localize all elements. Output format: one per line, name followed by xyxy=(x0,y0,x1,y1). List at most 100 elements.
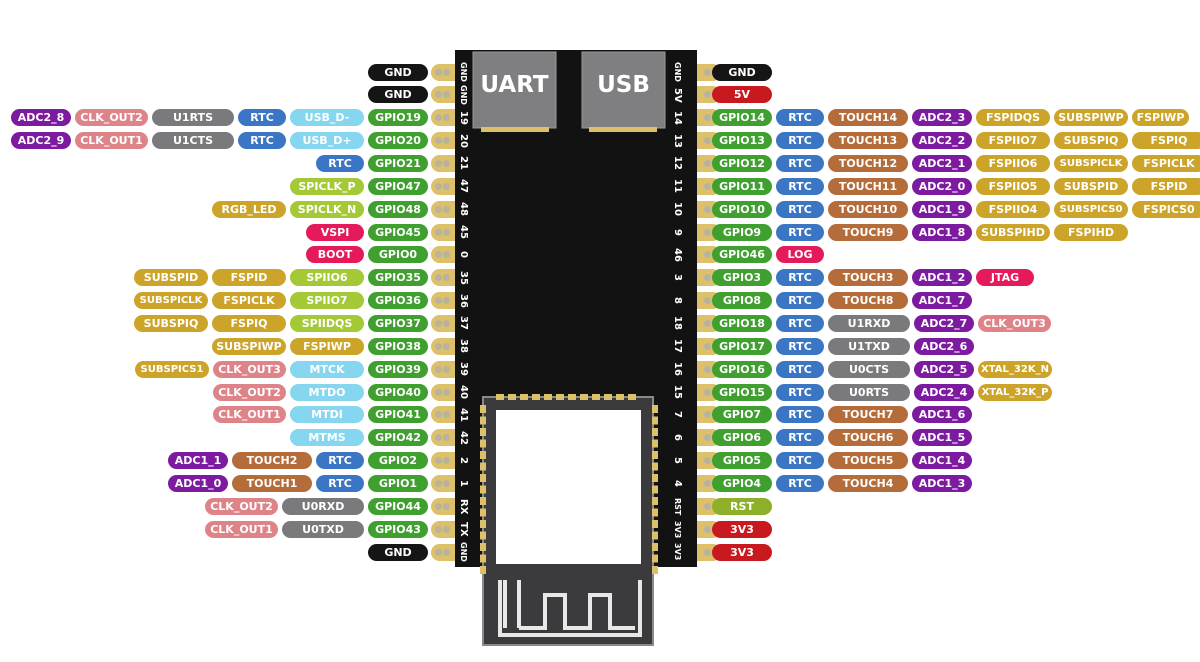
pin-label-spi: XTAL_32K_P xyxy=(978,383,1052,401)
pin-label-special: BOOT xyxy=(306,246,364,264)
pin-label-rtc: RTC xyxy=(238,132,286,150)
pin-number: 47 xyxy=(458,179,469,194)
module-pad xyxy=(652,462,658,471)
pad-hole xyxy=(435,274,442,282)
module-shield xyxy=(496,410,641,564)
pad-hole xyxy=(443,68,450,76)
pin-label-clk: CLK_OUT2 xyxy=(213,383,286,401)
pad-hole xyxy=(435,502,442,510)
pin-label-adc: ADC2_1 xyxy=(912,154,972,172)
pin-label-clk: CLK_OUT3 xyxy=(213,360,286,378)
pad-hole xyxy=(435,457,442,465)
pin-header-pad[interactable] xyxy=(431,406,455,424)
pin-header-pad[interactable] xyxy=(431,337,455,355)
pin-label-rtc: RTC xyxy=(776,292,824,310)
pin-label-adc: ADC1_4 xyxy=(912,452,972,470)
pin-header-pad[interactable] xyxy=(431,383,455,401)
pin-header-pad[interactable] xyxy=(431,520,455,538)
pad-hole xyxy=(435,365,442,373)
pin-label-gpio: GPIO2 xyxy=(368,452,428,470)
pin-number: 5 xyxy=(672,457,683,465)
pin-number: RST xyxy=(673,497,682,516)
pad-hole xyxy=(704,205,711,213)
pin-number: 3 xyxy=(672,274,683,282)
pin-label-gpio: GPIO13 xyxy=(712,132,772,150)
pin-header-pad[interactable] xyxy=(431,154,455,172)
pad-hole xyxy=(435,182,442,190)
pin-label-power: 3V3 xyxy=(712,543,772,561)
pin-label-uart: U0RTS xyxy=(828,383,910,401)
module-pad xyxy=(652,566,658,574)
pin-label-gpio: GPIO10 xyxy=(712,200,772,218)
pin-header-pad[interactable] xyxy=(431,452,455,470)
pin-label-spi: FSPIWP xyxy=(1132,109,1189,127)
pin-header-pad[interactable] xyxy=(431,269,455,287)
pin-header-pad[interactable] xyxy=(431,63,455,81)
pin-header-pad[interactable] xyxy=(431,474,455,492)
module-pad xyxy=(652,497,658,505)
pad-hole xyxy=(704,228,711,236)
pad-hole xyxy=(443,319,450,327)
pin-label-gpio: GPIO45 xyxy=(368,223,428,241)
pin-number: 11 xyxy=(672,179,683,194)
module-pad xyxy=(480,405,486,413)
pad-hole xyxy=(704,68,711,76)
pin-header-pad[interactable] xyxy=(431,109,455,127)
pin-header-pad[interactable] xyxy=(431,177,455,195)
pin-label-usb: MTCK xyxy=(290,360,364,378)
pin-label-rst: RST xyxy=(712,497,772,515)
pin-label-gpio: GPIO40 xyxy=(368,383,428,401)
pin-label-clk: CLK_OUT3 xyxy=(978,314,1051,332)
pad-hole xyxy=(704,479,711,487)
pin-label-touch: TOUCH10 xyxy=(828,200,908,218)
pin-number: 13 xyxy=(672,133,683,148)
pin-number: GND xyxy=(673,62,682,82)
module-pad xyxy=(592,394,600,400)
pin-label-adc: ADC2_4 xyxy=(914,383,974,401)
module-pad xyxy=(480,497,486,505)
pin-label-spi: RGB_LED xyxy=(212,200,286,218)
pin-header-pad[interactable] xyxy=(431,543,455,561)
connector-pads xyxy=(481,127,657,132)
pin-label-spi: FSPIIO5 xyxy=(976,177,1050,195)
pin-label-gpio: GPIO18 xyxy=(712,314,772,332)
pin-header-pad[interactable] xyxy=(431,246,455,264)
pin-number: 18 xyxy=(672,316,683,331)
module-pad xyxy=(652,531,658,540)
pin-label-rtc: RTC xyxy=(776,314,824,332)
pin-label-spiclk: SPICLK_N xyxy=(290,200,364,218)
pin-number: 37 xyxy=(458,316,469,331)
pin-label-spi: FSPIQ xyxy=(212,314,286,332)
module-pad xyxy=(480,451,486,459)
pin-header-pad[interactable] xyxy=(431,132,455,150)
pad-hole xyxy=(443,182,450,190)
pin-header-pad[interactable] xyxy=(431,497,455,515)
pin-header-pad[interactable] xyxy=(431,429,455,447)
pin-header-pad[interactable] xyxy=(431,314,455,332)
pin-header-pad[interactable] xyxy=(431,223,455,241)
pin-label-spi: FSPIWP xyxy=(290,337,364,355)
pin-label-adc: ADC1_2 xyxy=(912,269,972,287)
pin-label-rtc: RTC xyxy=(776,474,824,492)
pin-header-pad[interactable] xyxy=(431,86,455,104)
pin-number: 1 xyxy=(458,479,469,487)
pin-label-adc: ADC1_7 xyxy=(912,292,972,310)
module-pad xyxy=(616,394,624,400)
pin-header-pad[interactable] xyxy=(431,292,455,310)
module-pad xyxy=(480,508,486,517)
pin-label-uart: U0RXD xyxy=(282,497,364,515)
pin-label-gpio: GPIO37 xyxy=(368,314,428,332)
module-pad xyxy=(652,520,658,528)
pin-header-pad[interactable] xyxy=(431,360,455,378)
module-pad xyxy=(652,451,658,459)
pin-label-spi: SUBSPIQ xyxy=(134,314,208,332)
module-pad xyxy=(480,439,486,448)
pin-header-pad[interactable] xyxy=(431,200,455,218)
module-pad xyxy=(480,474,486,482)
module-pad xyxy=(652,474,658,482)
pin-label-spi: SUBSPIHD xyxy=(976,223,1050,241)
pin-label-gpio: GPIO19 xyxy=(368,109,428,127)
pin-number: 7 xyxy=(672,411,683,419)
pin-label-touch: TOUCH12 xyxy=(828,154,908,172)
pin-number: 41 xyxy=(458,407,469,422)
